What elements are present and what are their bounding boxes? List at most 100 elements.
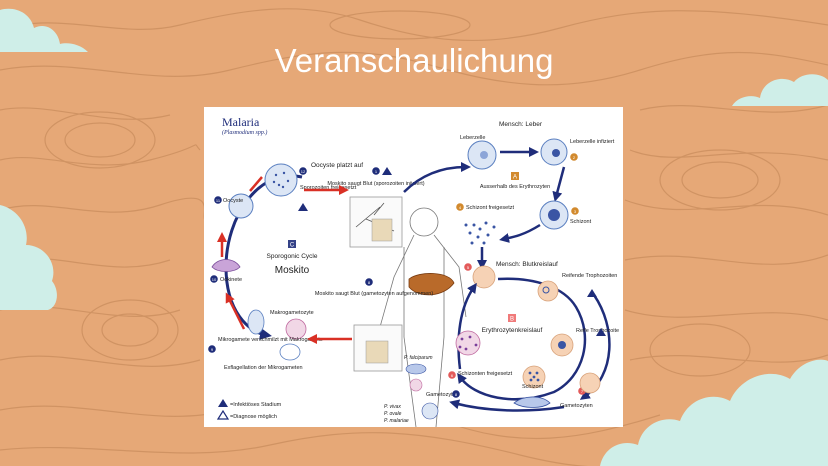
cloud-top-left bbox=[0, 0, 88, 52]
diagnose-triangle-reifende bbox=[587, 289, 597, 297]
step-9-badge bbox=[208, 345, 216, 353]
gametocyte-bottom-arrow bbox=[449, 399, 565, 412]
life-cycle-diagram: Malaria (Plasmodium spp.) 12 Oocyste pla… bbox=[208, 115, 619, 427]
mensch-leber-label: Mensch: Leber bbox=[499, 121, 543, 128]
step-3-badge bbox=[571, 207, 579, 215]
step-5a-badge bbox=[464, 263, 472, 271]
p-falciparum-label: P. falciparum bbox=[404, 355, 433, 361]
infectious-triangle-step-1 bbox=[382, 167, 392, 175]
schizont-liver-core bbox=[548, 209, 560, 221]
mensch-blut-label: Mensch: Blutkreislauf bbox=[496, 261, 558, 268]
malaria-diagram: Malaria (Plasmodium spp.) 12 Oocyste pla… bbox=[204, 107, 623, 427]
step-12-number: 12 bbox=[301, 169, 306, 174]
step-11-badge bbox=[214, 196, 222, 204]
leberzelle-nucleus bbox=[480, 151, 488, 159]
blood-badge-letter: B bbox=[510, 317, 514, 323]
slide-title: Veranschaulichung bbox=[274, 42, 554, 79]
legend-infectious-triangle bbox=[218, 399, 228, 407]
step-8-badge bbox=[365, 278, 373, 286]
p-ovale-label: P. ovale bbox=[384, 411, 402, 417]
reifende-label: Reifende Trophozoiten bbox=[562, 273, 617, 279]
arrow-infiziert-to-schizont bbox=[552, 166, 566, 202]
step-8b-number: 8 bbox=[455, 392, 458, 397]
leberzelle-label: Leberzelle bbox=[460, 135, 485, 141]
p-vivax-label: P. vivax bbox=[384, 404, 401, 410]
schizont-blood-label: Schizont bbox=[522, 384, 544, 390]
makrogametozyte-cell bbox=[247, 309, 265, 335]
red-arrow-oocyste bbox=[249, 176, 263, 192]
schizonten-freigesetzt-cell bbox=[455, 330, 481, 356]
ookinete-label: Ookinete bbox=[220, 277, 242, 283]
arrow-schizont-to-freigesetzt bbox=[499, 223, 541, 243]
sporogonic-badge bbox=[288, 240, 296, 248]
step-8b-badge bbox=[452, 390, 460, 398]
moskito-saugt-1-label: Moskito saugt Blut (sporozoiten injizier… bbox=[327, 181, 424, 187]
schizonten-freigesetzt-label: Schizonten freigesetzt bbox=[458, 371, 513, 377]
reife-label: Reife Trophozoite bbox=[576, 328, 619, 334]
legend-diagnose-text: =Diagnose möglich bbox=[230, 414, 277, 420]
reife-trophozoite-core bbox=[558, 341, 566, 349]
step-5a-number: 5 bbox=[467, 265, 470, 270]
exflagellation-cell bbox=[279, 343, 301, 361]
legend-infektioes-text: =Infektiöses Stadium bbox=[230, 402, 282, 408]
ookinete-cell bbox=[211, 259, 241, 272]
erythro-label: Erythrozytenkreislauf bbox=[482, 327, 543, 334]
sporozoite-dots bbox=[272, 171, 290, 189]
makrogametozyte-label: Makrogametozyte bbox=[270, 310, 314, 316]
p-falciparum-gametocyte bbox=[405, 363, 427, 375]
red-arrow-zygote bbox=[225, 292, 246, 330]
step-2-number: 2 bbox=[573, 155, 576, 160]
step-6-badge bbox=[448, 371, 456, 379]
exflagellation-label: Exflagellation der Mikrogameten bbox=[224, 365, 303, 371]
sporogonic-badge-text: C bbox=[290, 243, 295, 249]
leberzelle-infiziert-nucleus bbox=[552, 149, 560, 157]
oocyste-platzt-label: Oocyste platzt auf bbox=[311, 162, 363, 169]
cloud-bottom-right bbox=[600, 359, 828, 466]
reifende-trophozoite-cell bbox=[537, 280, 559, 302]
liver-badge bbox=[511, 172, 519, 180]
arrow-to-liver bbox=[403, 162, 471, 193]
mikrogamete-label: Mikrogamete verschmilzt mit Makrogamete bbox=[218, 337, 323, 343]
oocyste-label: Oocyste bbox=[223, 198, 243, 204]
gametozyten-left-female bbox=[409, 378, 423, 392]
mikrogamete-cell bbox=[285, 318, 307, 340]
step-10-badge bbox=[210, 275, 218, 283]
liver-organ bbox=[408, 273, 455, 296]
step-4-badge bbox=[456, 203, 464, 211]
mosquito-top-skin bbox=[371, 218, 393, 242]
schizont-freigesetzt-label: Schizont freigesetzt bbox=[466, 205, 514, 211]
diagnose-triangle-reife bbox=[596, 328, 606, 336]
step-12-badge bbox=[299, 167, 307, 175]
legend-diagnose-triangle bbox=[216, 409, 230, 420]
red-blood-cell-entry bbox=[472, 265, 496, 289]
step-3-number: 3 bbox=[574, 209, 577, 214]
moskito-saugt-8-label: Moskito saugt Blut (gametozyten aufgenom… bbox=[315, 291, 433, 297]
released-merozoites bbox=[458, 335, 478, 351]
p-malariae-label: P. malariae bbox=[384, 418, 409, 424]
step-7-number: 7 bbox=[581, 389, 584, 394]
reifende-trophozoite-ring bbox=[542, 286, 550, 294]
oocyste-cell bbox=[228, 193, 254, 219]
step-9-number: 9 bbox=[211, 347, 214, 352]
step-4-number: 4 bbox=[459, 205, 462, 210]
step-1-badge bbox=[372, 167, 380, 175]
cloud-top-right bbox=[732, 74, 828, 106]
blood-badge bbox=[508, 314, 516, 322]
oocyste-platzt-cell bbox=[264, 163, 298, 197]
moskito-title: Moskito bbox=[275, 265, 310, 276]
infectious-triangle-sporozoiten bbox=[298, 203, 308, 211]
step-2-badge bbox=[570, 153, 578, 161]
diagram-heading: Malaria bbox=[222, 115, 260, 129]
sporogonic-cycle-label: Sporogonic Cycle bbox=[267, 253, 318, 260]
schizont-liver-label: Schizont bbox=[570, 219, 592, 225]
leberzelle-infiziert-label: Leberzelle infiziert bbox=[570, 139, 615, 145]
diagram-subheading: (Plasmodium spp.) bbox=[222, 129, 267, 136]
step-8-number: 8 bbox=[368, 280, 371, 285]
liver-badge-letter: A bbox=[513, 175, 517, 181]
gametozyten-right-label: Gametozyten bbox=[560, 403, 593, 409]
p-vivax-gametocyte bbox=[421, 402, 439, 420]
ausserhalb-label: Ausserhalb des Erythrozyten bbox=[480, 184, 550, 190]
cloud-bottom-left bbox=[0, 205, 57, 310]
schizont-blood-dots bbox=[528, 371, 540, 382]
merozoite-cluster bbox=[464, 221, 496, 245]
